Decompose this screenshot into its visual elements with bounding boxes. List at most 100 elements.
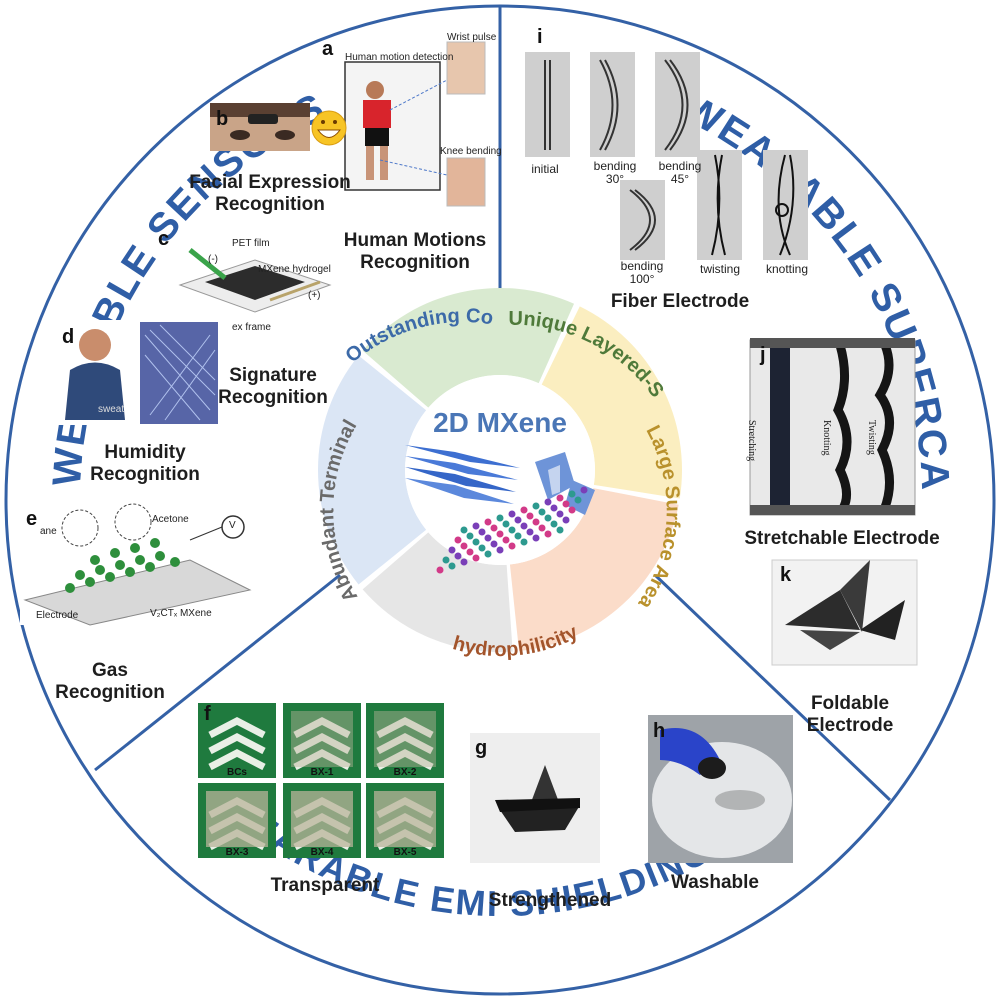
- lattice-atom: [562, 500, 570, 508]
- lattice-atom: [460, 542, 468, 550]
- lattice-atom: [478, 544, 486, 552]
- caption-stretchable-electrode: Stretchable Electrode: [744, 528, 940, 549]
- lattice-atom: [472, 538, 480, 546]
- caption-washable: Washable: [671, 872, 759, 893]
- lattice-atom: [478, 528, 486, 536]
- lattice-atom: [484, 518, 492, 526]
- film-sample-label: BX-1: [311, 767, 334, 778]
- film-sample: BX-4: [283, 783, 361, 858]
- panel-letter-k: k: [780, 564, 792, 586]
- panel-letter-e: e: [26, 508, 38, 530]
- panel-c-signature-device: [178, 248, 332, 313]
- lattice-atom: [460, 558, 468, 566]
- film-sample-label: BX-3: [226, 847, 249, 858]
- caption-transparent: Transparent: [270, 875, 380, 896]
- film-sample: BCs: [198, 703, 276, 778]
- label-mxene-hydrogel: MXene hydrogel: [258, 264, 331, 275]
- lattice-atom: [526, 528, 534, 536]
- panel-b-facial-expression: [210, 103, 347, 151]
- film-sample-label: BX-5: [394, 847, 417, 858]
- lattice-atom: [532, 534, 540, 542]
- strip-label-twisting: Twisting: [866, 420, 877, 455]
- lattice-atom: [514, 532, 522, 540]
- label-knee-bending: Knee bending: [440, 146, 502, 157]
- lattice-atom: [466, 532, 474, 540]
- lattice-atom: [484, 550, 492, 558]
- caption-strengthened: Strengthened: [488, 890, 612, 911]
- divider-right: [653, 573, 892, 802]
- center-title: 2D MXene: [433, 407, 567, 438]
- label-acetone: Acetone: [152, 514, 189, 525]
- lattice-atom: [514, 516, 522, 524]
- property-segment: [362, 288, 575, 408]
- lattice-atom: [538, 524, 546, 532]
- panel-d-humidity: [55, 320, 220, 425]
- fiber-state-initial: initial: [531, 162, 559, 176]
- panel-letter-c: c: [158, 228, 170, 250]
- lattice-atom: [484, 534, 492, 542]
- panel-letter-j: j: [760, 344, 766, 366]
- label-electrode: Electrode: [36, 610, 79, 621]
- panel-e-gas-sensor: [20, 503, 265, 626]
- label-pet-film: PET film: [232, 238, 270, 249]
- lattice-atom: [568, 490, 576, 498]
- lattice-atom: [550, 520, 558, 528]
- label-sweat: sweat: [98, 404, 125, 415]
- panel-a-human-motion: [344, 41, 486, 207]
- label-ex-frame: ex frame: [232, 322, 271, 333]
- lattice-atom: [544, 514, 552, 522]
- lattice-atom: [490, 524, 498, 532]
- lattice-atom: [520, 522, 528, 530]
- panel-j-stretchable-electrode: [749, 338, 916, 516]
- lattice-atom: [508, 510, 516, 518]
- lattice-atom: [454, 536, 462, 544]
- label-ane: ane: [40, 526, 57, 537]
- panel-i-fiber-electrode: [525, 52, 808, 260]
- lattice-atom: [574, 496, 582, 504]
- lattice-atom: [544, 530, 552, 538]
- lattice-atom: [580, 486, 588, 494]
- strip-label-knotting: Knotting: [821, 420, 832, 456]
- lattice-atom: [496, 514, 504, 522]
- lattice-atom: [538, 508, 546, 516]
- panel-letter-a: a: [322, 38, 334, 60]
- panel-letter-i: i: [537, 26, 543, 48]
- label-voltmeter: V: [229, 520, 236, 531]
- lattice-atom: [568, 506, 576, 514]
- strip-label-stretching: Stretching: [746, 420, 757, 462]
- film-sample-label: BX-2: [394, 767, 417, 778]
- lattice-atom: [508, 526, 516, 534]
- panel-f-transparent-films: BCs BX-1 BX-2BX-3 BX-4 BX-5: [198, 703, 444, 858]
- lattice-atom: [508, 542, 516, 550]
- panel-letter-f: f: [204, 703, 211, 725]
- lattice-atom: [436, 566, 444, 574]
- panel-letter-b: b: [216, 108, 229, 130]
- film-sample: BX-3: [198, 783, 276, 858]
- label-plus: (+): [308, 290, 321, 301]
- lattice-atom: [520, 506, 528, 514]
- lattice-atom: [532, 502, 540, 510]
- lattice-atom: [448, 546, 456, 554]
- panel-letter-g: g: [475, 737, 488, 759]
- label-minus: (-): [208, 254, 218, 265]
- lattice-atom: [556, 494, 564, 502]
- panel-h-washing: [648, 715, 793, 863]
- lattice-atom: [556, 526, 564, 534]
- film-sample-label: BX-4: [311, 847, 334, 858]
- caption-fiber-electrode: Fiber Electrode: [610, 291, 750, 312]
- panel-letter-d: d: [62, 326, 75, 348]
- nanosheet-stack-icon: [405, 445, 520, 504]
- lattice-atom: [526, 512, 534, 520]
- film-sample-label: BCs: [227, 767, 247, 778]
- label-wrist-pulse: Wrist pulse: [447, 32, 497, 43]
- property-ring: [318, 288, 682, 652]
- lattice-atom: [556, 510, 564, 518]
- panel-letter-h: h: [653, 720, 666, 742]
- lattice-atom: [550, 504, 558, 512]
- property-segment: [509, 488, 679, 652]
